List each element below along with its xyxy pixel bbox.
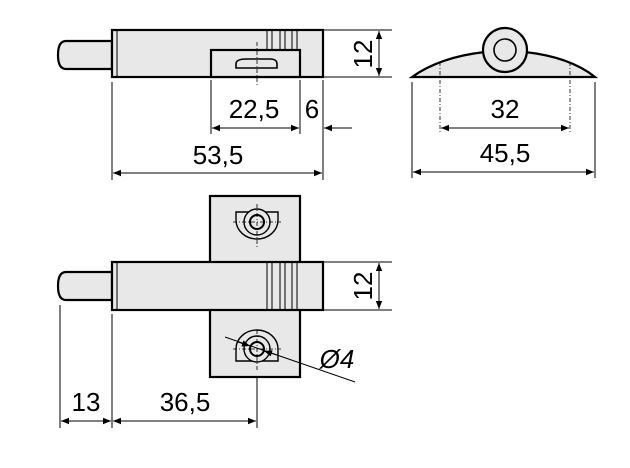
dim-height-top: 12 bbox=[348, 40, 378, 69]
screw-hole-lower bbox=[233, 329, 281, 372]
damper-body-plan bbox=[110, 260, 325, 312]
dim-pin: 13 bbox=[72, 387, 101, 417]
dim-hole-offset: 36,5 bbox=[160, 387, 211, 417]
slot bbox=[235, 58, 278, 69]
plan-view: Ø4 12 13 36,5 bbox=[56, 194, 392, 428]
end-view: 32 45,5 bbox=[408, 26, 599, 178]
roller bbox=[481, 26, 529, 74]
plunger-pin bbox=[56, 39, 114, 71]
plunger-pin-plan bbox=[56, 270, 114, 302]
ribs bbox=[266, 30, 298, 50]
side-view: 12 22,5 6 53,5 bbox=[56, 28, 392, 180]
dim-slot: 22,5 bbox=[229, 94, 280, 124]
dim-height-plan: 12 bbox=[348, 272, 378, 301]
mounting-bracket bbox=[209, 48, 302, 79]
ribs-plan bbox=[266, 262, 298, 310]
screw-hole-upper bbox=[233, 204, 281, 247]
dim-length: 53,5 bbox=[193, 140, 244, 170]
dim-hole-diameter: Ø4 bbox=[319, 344, 355, 374]
dim-hole-spacing: 32 bbox=[491, 94, 520, 124]
dim-end: 6 bbox=[305, 94, 319, 124]
dim-width: 45,5 bbox=[480, 138, 531, 168]
